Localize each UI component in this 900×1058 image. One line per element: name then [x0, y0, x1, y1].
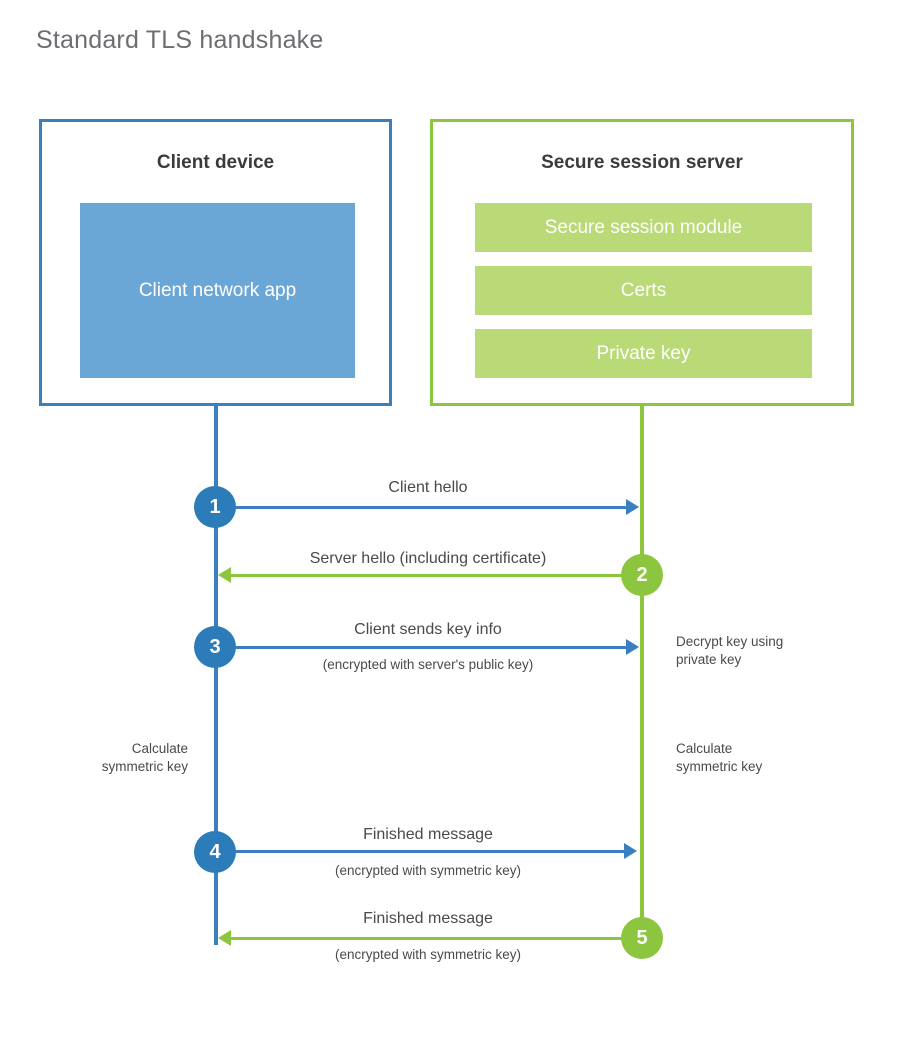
annotation-server-decrypt: Decrypt key using private key — [676, 634, 784, 668]
step-1-arrow-head — [626, 499, 639, 515]
server-block-private-key: Private key — [475, 329, 812, 378]
annotation-client-calculate-symmetric-key: Calculate symmetric key — [101, 741, 188, 775]
server-lifeline — [640, 406, 644, 939]
step-5-sublabel: (encrypted with symmetric key) — [334, 947, 522, 962]
step-1-arrow-line — [216, 506, 626, 509]
step-4-sublabel: (encrypted with symmetric key) — [334, 863, 522, 878]
step-2-number-circle: 2 — [621, 554, 663, 596]
annotation-server-calculate-symmetric-key: Calculate symmetric key — [676, 741, 763, 775]
server-block-certs: Certs — [475, 266, 812, 315]
step-5-arrow-head — [218, 930, 231, 946]
step-4-label: Finished message — [363, 826, 493, 843]
secure-session-server-box: Secure session server Secure session mod… — [430, 119, 854, 406]
step-5-label: Finished message — [363, 910, 493, 927]
step-3-arrow-line — [216, 646, 626, 649]
step-4-arrow-head — [624, 843, 637, 859]
secure-session-server-title: Secure session server — [541, 152, 743, 173]
step-3-sublabel: (encrypted with server's public key) — [322, 657, 534, 672]
client-network-app-block: Client network app — [80, 203, 355, 378]
client-device-title: Client device — [156, 152, 275, 173]
step-2-arrow-head — [218, 567, 231, 583]
step-4-number-circle: 4 — [194, 831, 236, 873]
step-1-number-circle: 1 — [194, 486, 236, 528]
step-2-label: Server hello (including certificate) — [309, 550, 547, 567]
step-1-label: Client hello — [388, 479, 468, 496]
server-block-secure-session-module: Secure session module — [475, 203, 812, 252]
client-lifeline — [214, 406, 218, 945]
step-4-arrow-line — [216, 850, 624, 853]
step-3-arrow-head — [626, 639, 639, 655]
step-3-number-circle: 3 — [194, 626, 236, 668]
step-5-number-circle: 5 — [621, 917, 663, 959]
page-title: Standard TLS handshake — [36, 26, 324, 54]
step-3-label: Client sends key info — [354, 621, 502, 638]
step-5-arrow-line — [231, 937, 642, 940]
client-device-box: Client device Client network app — [39, 119, 392, 406]
step-2-arrow-line — [231, 574, 642, 577]
